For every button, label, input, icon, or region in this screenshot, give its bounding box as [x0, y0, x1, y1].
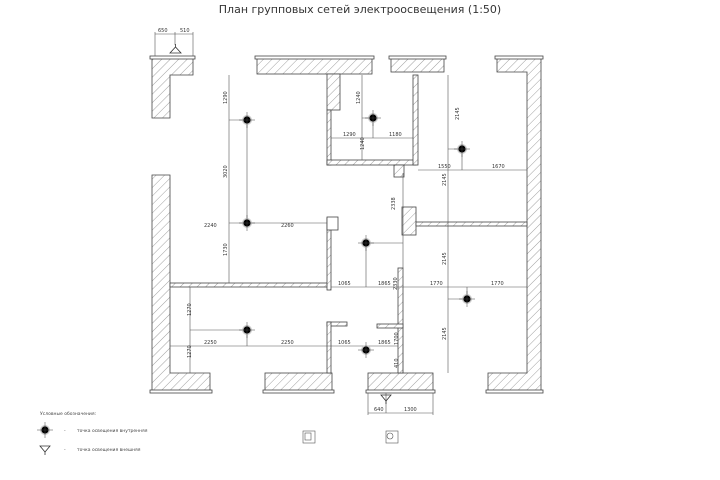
interior-light-icon — [458, 290, 476, 308]
legend-heading: Условные обозначения: — [40, 411, 96, 417]
drawing-title: План групповых сетей электроосвещения (1… — [218, 3, 502, 16]
dim-label: 1240 — [356, 91, 362, 104]
interior-light-icon — [36, 421, 54, 439]
dimension-labels: 650 510 1290 1240 1290 1180 1240 2145 15… — [158, 28, 505, 413]
dim-label: 410 — [394, 358, 400, 368]
dim-label: 2330 — [393, 277, 399, 290]
dim-label: 1290 — [223, 91, 229, 104]
dim-label: 1770 — [430, 281, 443, 287]
dim-label: 1770 — [491, 281, 504, 287]
interior-light-icon — [357, 234, 375, 252]
dim-label: 640 — [374, 407, 384, 413]
walls — [149, 55, 544, 394]
interior-light-icon — [238, 214, 256, 232]
legend-dash: - — [64, 448, 66, 453]
interior-light-icon — [453, 140, 471, 158]
dim-label: 2250 — [204, 340, 217, 346]
dim-label: 1730 — [223, 243, 229, 256]
dim-label: 3020 — [223, 165, 229, 178]
interior-light-icon — [238, 321, 256, 339]
section-marker-icon — [302, 430, 399, 444]
exterior-light-icon — [39, 445, 51, 455]
interior-light-icon — [364, 109, 382, 127]
dim-label: 1700 — [394, 332, 400, 345]
dim-label: 1290 — [343, 132, 356, 138]
dim-label: 1240 — [360, 137, 366, 150]
exterior-light-icon — [169, 44, 392, 404]
dim-label: 2145 — [442, 327, 448, 340]
dim-label: 2145 — [442, 252, 448, 265]
interior-lights — [238, 109, 476, 359]
dim-label: 2145 — [442, 173, 448, 186]
dim-label: 1865 — [378, 281, 391, 287]
dim-label: 2145 — [455, 107, 461, 120]
interior-light-icon — [357, 341, 375, 359]
dim-label: 1270 — [187, 345, 193, 358]
dim-label: 1270 — [187, 303, 193, 316]
dim-label: 1065 — [338, 340, 351, 346]
dim-label: 1670 — [492, 164, 505, 170]
interior-light-icon — [238, 111, 256, 129]
dim-label: 510 — [180, 28, 190, 34]
dim-label: 2338 — [391, 197, 397, 210]
legend: Условные обозначения: - точка освещения … — [36, 411, 148, 455]
dim-label: 2260 — [281, 223, 294, 229]
dim-label: 1550 — [438, 164, 451, 170]
dim-label: 2250 — [281, 340, 294, 346]
legend-label: точка освещения внешняя — [77, 448, 141, 453]
dim-label: 650 — [158, 28, 168, 34]
dim-label: 2240 — [204, 223, 217, 229]
dim-label: 1180 — [389, 132, 402, 138]
legend-dash: - — [64, 429, 66, 434]
dim-label: 1300 — [404, 407, 417, 413]
dim-label: 1865 — [378, 340, 391, 346]
dim-label: 1065 — [338, 281, 351, 287]
legend-label: точка освещения внутренняя — [77, 429, 148, 434]
